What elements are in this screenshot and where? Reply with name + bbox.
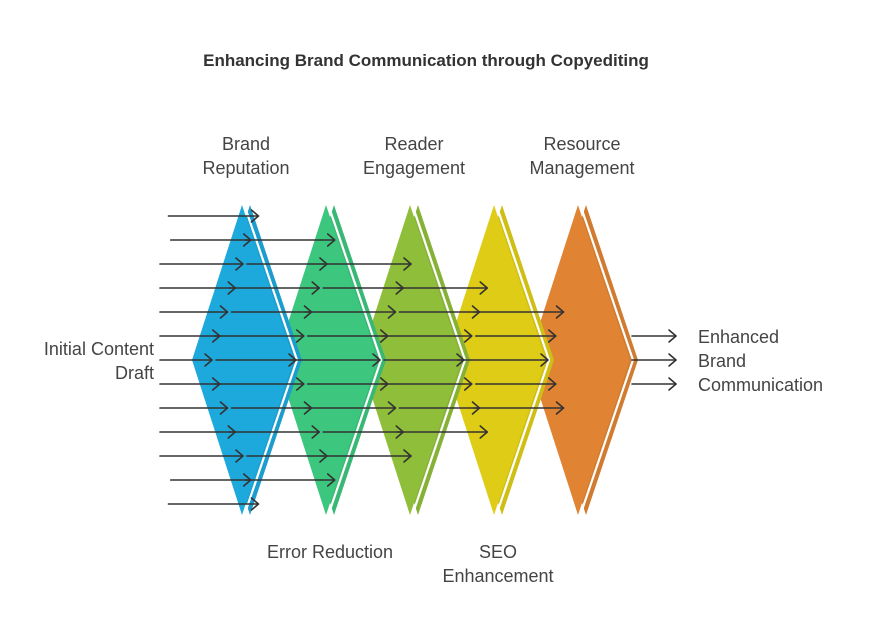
label-seo-enhancement: Enhancement [442,566,553,586]
stage-divider-seo-enhancement [495,206,551,514]
diagram-title: Enhancing Brand Communication through Co… [203,51,649,70]
arrow-out [631,329,677,343]
flow-arrows [159,209,677,511]
arrow-in-seo-enhancement [380,329,473,343]
arrow-in-error-reduction [243,233,336,247]
stage-body-resource-management [528,205,630,515]
arrow-out [631,377,677,391]
label-reader-engagement: Engagement [363,158,465,178]
arrow-in-resource-management [457,353,549,367]
arrow-in-error-reduction [228,425,321,439]
input-label: Draft [115,363,154,383]
arrow-in-reader-engagement [289,353,381,367]
arrow-in-brand-reputation [159,353,213,367]
arrow-out [631,353,677,367]
arrow-in-brand-reputation [159,401,229,415]
arrow-in-resource-management [474,329,557,343]
arrow-in-resource-management [472,305,565,319]
input-label: Initial Content [44,339,154,359]
arrow-in-reader-engagement [304,305,397,319]
arrow-in-seo-enhancement [396,425,489,439]
label-seo-enhancement: SEO [479,542,517,562]
arrow-in-reader-engagement [320,449,412,463]
label-reader-engagement: Reader [384,134,443,154]
label-resource-management: Management [529,158,634,178]
arrow-in-brand-reputation [167,209,260,223]
output-label: Communication [698,375,823,395]
arrow-in-resource-management [474,377,557,391]
label-error-reduction: Error Reduction [267,542,393,562]
label-resource-management: Resource [543,134,620,154]
arrow-in-error-reduction [228,281,321,295]
arrow-in-brand-reputation [167,497,260,511]
stage-divider-error-reduction [327,206,383,514]
output-label: Enhanced [698,327,779,347]
arrow-in-error-reduction [212,377,305,391]
arrow-in-resource-management [472,401,565,415]
arrow-in-seo-enhancement [380,377,473,391]
arrow-in-error-reduction [243,473,336,487]
arrow-in-error-reduction [212,329,305,343]
output-label: Brand [698,351,746,371]
arrow-in-reader-engagement [320,257,412,271]
arrow-in-brand-reputation [159,257,244,271]
arrow-in-seo-enhancement [396,281,489,295]
label-brand-reputation: Reputation [202,158,289,178]
arrow-in-reader-engagement [304,401,397,415]
arrow-in-brand-reputation [159,449,244,463]
label-brand-reputation: Brand [222,134,270,154]
arrow-in-brand-reputation [159,305,229,319]
